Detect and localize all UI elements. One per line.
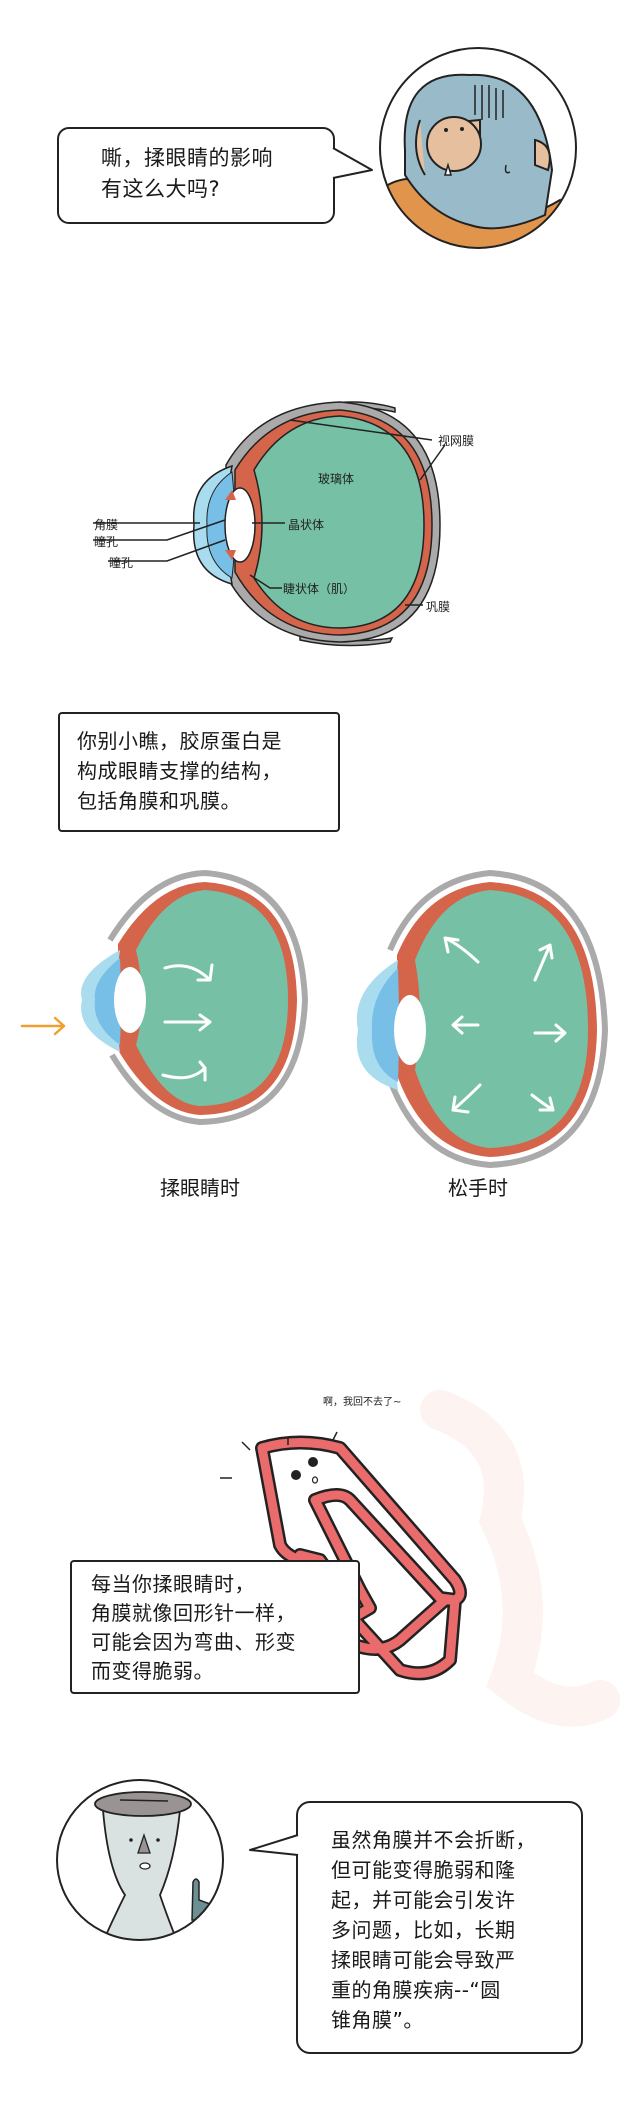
eye-anatomy-illustration (93, 401, 446, 647)
collagen-text: 你别小瞧，胶原蛋白是 构成眼睛支撑的结构， 包括角膜和巩膜。 (77, 729, 282, 813)
label-ciliary: 睫状体（肌） (283, 582, 356, 596)
label-cornea: 角膜 (94, 518, 119, 532)
label-retina: 视网膜 (438, 434, 475, 448)
label-pupil-2: 瞳孔 (109, 556, 134, 570)
text-box-paperclip (70, 1560, 360, 1694)
speech-bubble-1-text: 嘶，揉眼睛的影响 有这么大吗? (101, 146, 273, 201)
text-box-collagen (58, 712, 340, 832)
speech-bubble-2-text: 虽然角膜并不会折断， 但可能变得脆弱和隆 起，并可能会引发许 多问题，比如，长期… (331, 1828, 536, 2032)
caption-rubbing: 揉眼睛时 (160, 1176, 240, 1200)
paperclip-text: 每当你揉眼睛时， 角膜就像回形针一样， 可能会因为弯曲、形变 而变得脆弱。 (91, 1572, 296, 1683)
caption-release: 松手时 (448, 1176, 508, 1200)
speech-bubble-2 (296, 1801, 583, 2054)
speech-bubble-1-tail (330, 147, 373, 179)
label-lens: 晶状体 (288, 518, 325, 532)
paperclip-speech: 啊，我回不去了~ (323, 1397, 402, 1408)
worried-character-avatar (379, 47, 577, 249)
label-vitreous: 玻璃体 (318, 472, 355, 486)
eye-rubbing-illustration (20, 869, 609, 1169)
speech-bubble-1 (57, 127, 335, 224)
label-sclera: 巩膜 (426, 600, 451, 614)
label-pupil-1: 瞳孔 (94, 535, 119, 549)
